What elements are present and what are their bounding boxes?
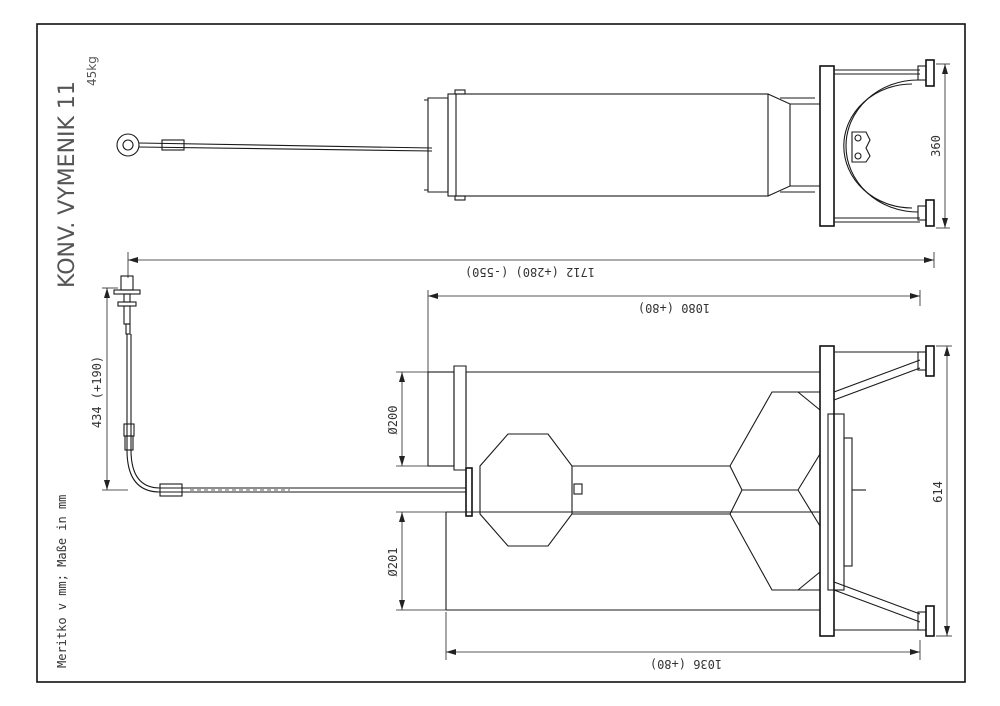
probe-head-top — [116, 133, 140, 157]
dim-label-probe-height: 434 (+190) — [90, 356, 104, 428]
probe-knob — [120, 275, 134, 291]
top-view — [116, 59, 935, 227]
dim-width-side-view — [936, 345, 952, 637]
dim-body-length — [427, 290, 921, 372]
inlet-cap-side — [427, 371, 455, 467]
dim-label-body-length: 1080 (+80) — [638, 301, 710, 315]
flange-top — [819, 65, 835, 227]
dim-base-length — [445, 612, 921, 660]
drawing-title: KONV. VYMENIK 11 — [55, 81, 80, 288]
dim-upper-diameter — [396, 371, 428, 467]
probe-coupling-2 — [159, 483, 183, 497]
dim-label-base-length: 1036 (+80) — [650, 657, 722, 671]
dim-label-upper-diameter: Ø200 — [386, 406, 400, 435]
dim-depth-top-view — [936, 63, 950, 229]
foot-top-1 — [917, 59, 935, 87]
octagon-chamber — [479, 433, 573, 547]
foot-side-1 — [917, 345, 935, 377]
inlet-cap-top — [427, 97, 449, 193]
dim-label-360: 360 — [929, 135, 943, 157]
handle-arc-top — [845, 79, 919, 213]
latch-top — [851, 131, 871, 163]
drawing-frame — [36, 23, 966, 683]
dim-lower-diameter — [396, 511, 446, 611]
foot-side-2 — [917, 605, 935, 637]
dim-overall-length — [127, 252, 935, 278]
dim-probe-height — [102, 287, 128, 491]
scale-note: Meritko v mm; Maße in mm — [55, 495, 69, 668]
foot-top-2 — [917, 199, 935, 227]
dim-label-614: 614 — [931, 481, 945, 503]
dim-label-lower-diameter: Ø201 — [386, 548, 400, 577]
dim-label-overall-length: 1712 (+280) (-550) — [465, 265, 595, 279]
cable-coupling-top — [161, 139, 185, 151]
flange-side — [819, 345, 835, 637]
drawing-weight: 45kg — [85, 56, 99, 86]
probe-coupling-1 — [123, 423, 135, 437]
side-view — [113, 275, 935, 637]
main-body-top — [447, 93, 769, 197]
